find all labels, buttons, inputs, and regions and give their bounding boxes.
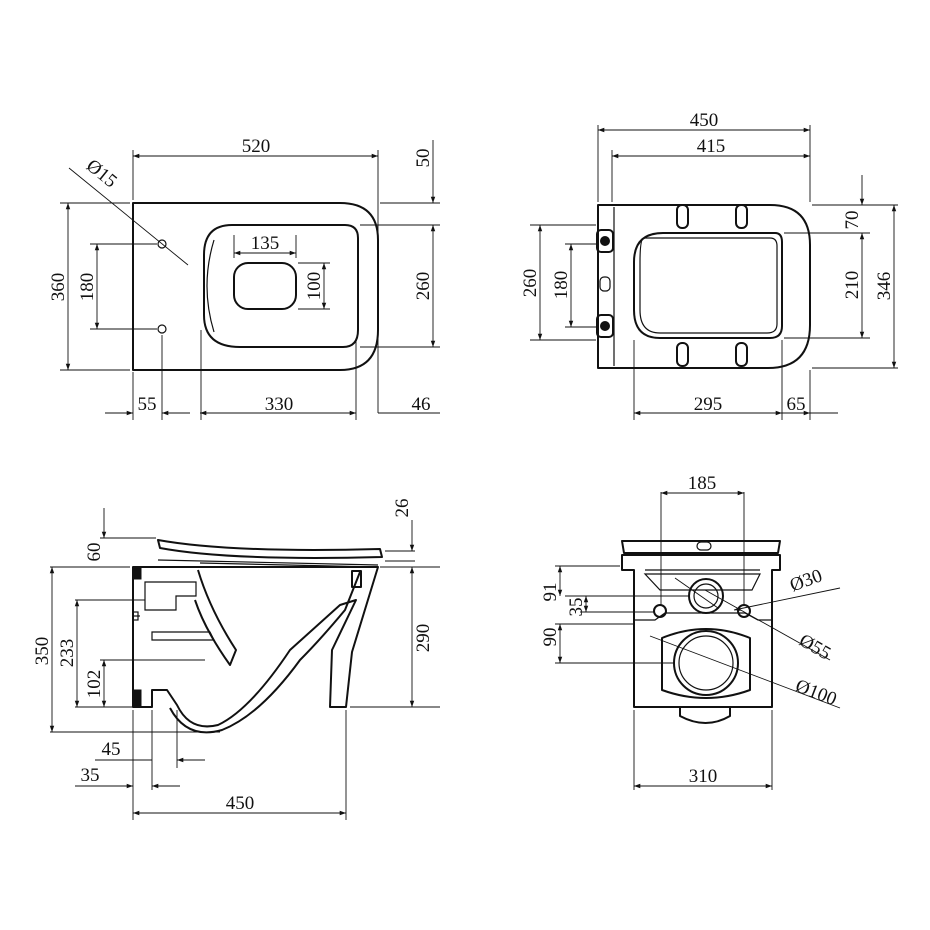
rear-outlet-outer <box>673 630 739 696</box>
rear-outlet-housing <box>661 628 751 699</box>
rear-body-outline <box>621 554 781 708</box>
seat-opening-inner <box>639 237 778 334</box>
seat-view: 450 415 70 210 346 260 180 295 65 <box>520 110 898 420</box>
seat-opening-width-label: 210 <box>842 271 863 300</box>
side-rim-inlet <box>351 570 362 588</box>
rear-seat-hinge <box>696 541 712 551</box>
top-outlet-height-label: 100 <box>304 272 325 301</box>
side-seat-thickness-label: 26 <box>392 499 413 518</box>
seat-buffer-4 <box>735 342 748 367</box>
rear-outlet-diameter-label: Ø100 <box>792 675 839 710</box>
top-view: 520 50 Ø15 360 180 135 100 260 55 330 46 <box>48 136 440 420</box>
side-outlet-height-label: 102 <box>84 670 105 699</box>
rear-seat-top <box>621 540 781 554</box>
hinge-bolt-icon <box>600 236 610 246</box>
top-view-outlet <box>233 262 297 310</box>
top-hole-spacing-label: 180 <box>77 273 98 302</box>
top-view-bowl <box>203 224 359 348</box>
side-fixing-block <box>132 689 142 708</box>
rear-inlet-diameter-label: Ø30 <box>787 565 825 596</box>
top-view-hole-lower <box>157 324 167 334</box>
seat-length-label: 415 <box>697 136 726 157</box>
side-inlet-height-label: 233 <box>57 639 78 668</box>
rear-inlet-inner <box>693 583 719 609</box>
side-body-outline <box>132 566 379 728</box>
rear-width-label: 310 <box>689 766 718 787</box>
hinge-bolt-icon <box>600 321 610 331</box>
rear-view: 185 310 91 35 90 Ø30 Ø55 Ø100 <box>540 473 841 790</box>
seat-hinge-mid <box>599 276 611 292</box>
seat-opening <box>633 232 783 339</box>
side-outlet-offset-label: 45 <box>102 739 121 760</box>
seat-hinge-height-label: 260 <box>520 269 541 298</box>
rear-inlet-offset-label: 91 <box>540 583 561 602</box>
seat-opening-length-label: 295 <box>694 394 723 415</box>
top-bowl-height-label: 260 <box>413 272 434 301</box>
rear-outlet-inner <box>678 635 734 691</box>
top-rim-offset-label: 50 <box>413 149 434 168</box>
seat-rear-gap-label: 70 <box>842 211 863 230</box>
side-trap <box>169 571 361 734</box>
top-hole-diameter-label: Ø15 <box>82 155 121 192</box>
seat-front-overhang-label: 65 <box>787 394 806 415</box>
side-body-height-label: 290 <box>413 624 434 653</box>
side-seat-lid <box>157 539 383 559</box>
seat-total-length-label: 450 <box>690 110 719 131</box>
side-bowl-inner <box>194 569 237 666</box>
side-view: 26 60 350 233 102 290 45 35 450 <box>32 499 440 820</box>
top-depth-label: 360 <box>48 273 69 302</box>
rear-bolt-left <box>653 604 667 618</box>
side-total-height-label: 350 <box>32 637 53 666</box>
top-view-hole-upper <box>157 239 167 249</box>
side-length-label: 450 <box>226 793 255 814</box>
seat-buffer-1 <box>676 204 689 229</box>
top-outlet-width-label: 135 <box>251 233 280 254</box>
seat-buffer-2 <box>735 204 748 229</box>
side-seat-ring <box>157 559 379 566</box>
top-view-outline <box>132 202 379 371</box>
top-hole-offset-label: 55 <box>138 394 157 415</box>
rear-outlet-skirt <box>679 706 731 724</box>
top-view-rim-line <box>206 239 215 333</box>
top-front-offset-label: 46 <box>412 394 431 415</box>
seat-hinge-spacing-label: 180 <box>551 271 572 300</box>
side-wall-offset-label: 35 <box>81 765 100 786</box>
seat-outline <box>597 204 811 369</box>
rear-inlet-housing <box>643 573 761 591</box>
rear-outlet-offset-label: 90 <box>540 628 561 647</box>
side-inlet-port <box>132 611 139 621</box>
side-fixing-block <box>132 566 142 580</box>
top-width-label: 520 <box>242 136 271 157</box>
seat-hinge-lower <box>596 314 614 338</box>
seat-buffer-3 <box>676 342 689 367</box>
rear-bolt-offset-label: 35 <box>566 598 587 617</box>
side-seat-height-label: 60 <box>84 543 105 562</box>
top-bowl-length-label: 330 <box>265 394 294 415</box>
side-inlet-channel <box>144 581 197 611</box>
rear-bolt-spacing-label: 185 <box>688 473 717 494</box>
seat-hinge-upper <box>596 229 614 253</box>
side-rim-channel <box>151 631 215 641</box>
seat-width-label: 346 <box>874 272 895 301</box>
